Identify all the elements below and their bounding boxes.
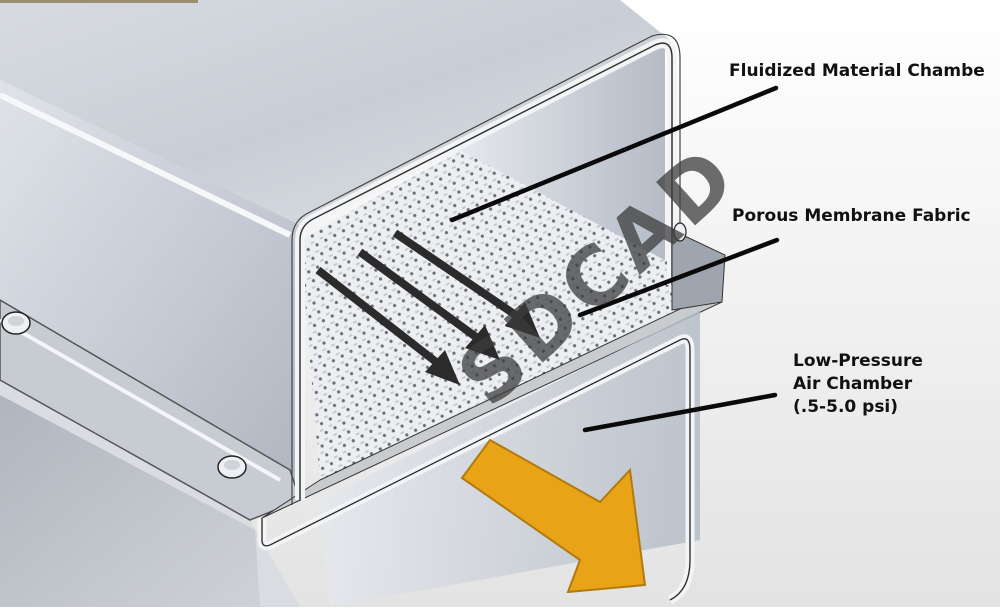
air-flow-arrow xyxy=(460,438,647,594)
label-fluidized-material-chamber: Fluidized Material Chambe xyxy=(729,61,985,81)
air-chamber-line-2: Air Chamber xyxy=(793,374,913,394)
label-porous-membrane-fabric: Porous Membrane Fabric xyxy=(732,206,971,226)
material-flow-arrows xyxy=(315,229,540,385)
bolt-icon xyxy=(217,455,247,479)
air-chamber-line-1: Low-Pressure xyxy=(793,351,923,371)
leader-lines xyxy=(449,85,780,433)
air-chamber-pressure: (.5-5.0 psi) xyxy=(793,397,899,417)
bolt-icon xyxy=(1,311,31,335)
label-low-pressure-air-chamber: Low-Pressure Air Chamber (.5-5.0 psi) xyxy=(793,350,923,419)
top-edge-bar xyxy=(0,0,198,3)
upper-duct-top xyxy=(0,0,670,225)
bolt-icon xyxy=(673,222,687,242)
